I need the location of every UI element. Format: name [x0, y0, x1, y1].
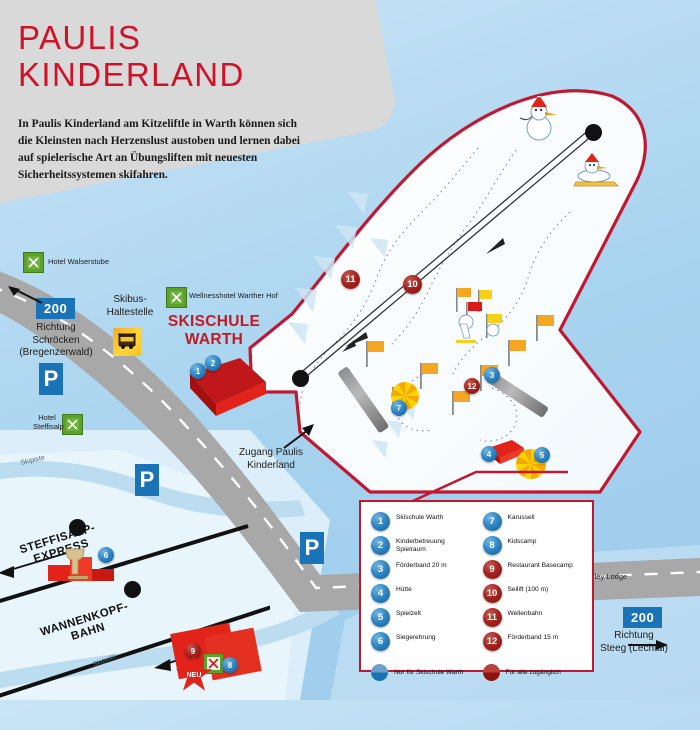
- legend-item[interactable]: 10 Seilift (100 m): [482, 584, 585, 603]
- legend-marker-6: 6: [371, 632, 390, 651]
- direction-arrow-east: [628, 640, 668, 650]
- legend-column-left: 1 Skischule Warth 2 Kinderbetreuung Spie…: [371, 512, 473, 656]
- slalom-flags: [366, 315, 554, 415]
- legend-marker-11: 11: [482, 608, 502, 627]
- hotel-label-walserstube: Hotel Walserstube: [48, 257, 109, 266]
- legend-marker-2: 2: [371, 536, 390, 555]
- hotel-icon-walserstube[interactable]: [23, 252, 44, 273]
- road: [0, 271, 700, 612]
- legend-label-10: Seilift (100 m): [507, 586, 549, 593]
- map-marker-4[interactable]: 4: [481, 446, 497, 462]
- legend-label-11: Wellenbahn: [507, 610, 543, 617]
- legend-label-6: Siegerehrung: [396, 634, 436, 641]
- map-marker-8[interactable]: 8: [222, 657, 238, 673]
- hotel-icon-warther-hof[interactable]: [166, 287, 187, 308]
- parking-sign-west[interactable]: P: [39, 363, 63, 395]
- legend-label-4: Hütte: [396, 586, 412, 593]
- snowman-art: [519, 96, 557, 141]
- hotel-icon-basecamp[interactable]: [203, 653, 224, 674]
- intro-text: In Paulis Kinderland am Kitzeliftle in W…: [18, 117, 300, 182]
- map-marker-2[interactable]: 2: [205, 355, 221, 371]
- road-sign-200-west[interactable]: 200: [36, 298, 76, 319]
- legend-item[interactable]: 2 Kinderbetreuung Spielraum: [371, 536, 473, 555]
- skischule-warth-title: SKISCHULE WARTH: [167, 313, 261, 348]
- map-canvas: PAULIS KINDERLAND In Paulis Kinderland a…: [0, 0, 700, 700]
- hotel-icon-steffisalp[interactable]: [62, 414, 83, 435]
- info-panel-content: PAULIS KINDERLAND In Paulis Kinderland a…: [18, 19, 328, 184]
- map-marker-10[interactable]: 10: [403, 275, 422, 294]
- legend-marker-4: 4: [371, 584, 390, 603]
- legend-footer-label-red: Für alle zugänglich: [505, 669, 561, 677]
- road-sign-200-east[interactable]: 200: [623, 607, 663, 628]
- podium-art: [48, 548, 114, 581]
- legend-label-1: Skischule Warth: [396, 514, 444, 521]
- map-marker-7[interactable]: 7: [391, 400, 407, 416]
- legend-label-3: Förderband 20 m: [396, 562, 447, 569]
- legend-item[interactable]: 3 Förderband 20 m: [371, 560, 473, 579]
- legend-item[interactable]: 9 Restaurant Basecamp: [482, 560, 585, 579]
- legend-marker-3: 3: [371, 560, 390, 579]
- legend-swatch-red: [482, 664, 500, 681]
- legend-item[interactable]: 8 Kidscamp: [482, 536, 585, 555]
- legend-label-8: Kidscamp: [507, 538, 537, 545]
- map-marker-12[interactable]: 12: [464, 378, 480, 394]
- map-marker-3[interactable]: 3: [484, 367, 500, 383]
- legend-marker-9: 9: [482, 560, 502, 579]
- access-label: Zugang Paulis Kinderland: [239, 447, 303, 471]
- legend-marker-5: 5: [371, 608, 390, 627]
- map-marker-11[interactable]: 11: [341, 270, 360, 289]
- lift-pylon-steffisalp: [69, 519, 86, 536]
- direction-arrow-west: [8, 286, 43, 304]
- legend-label-5: Spielzelt: [396, 610, 421, 617]
- map-marker-5[interactable]: 5: [534, 447, 550, 463]
- legend-label-12: Förderband 15 m: [507, 634, 559, 641]
- direction-label-west: Richtung Schröcken (Bregenzerwald): [19, 322, 93, 358]
- legend-marker-12: 12: [482, 632, 502, 651]
- legend-swatch-blue: [371, 664, 388, 681]
- skibus-label: Skibus- Haltestelle: [106, 294, 154, 318]
- hotel-label-steffisalp: Hotel Steffisalp: [33, 413, 64, 432]
- lift-terminal-top: [585, 124, 602, 141]
- legend-label-9: Restaurant Basecamp: [507, 562, 573, 569]
- parking-sign-east[interactable]: P: [300, 532, 324, 564]
- parking-sign-mid[interactable]: P: [135, 464, 159, 496]
- map-marker-1[interactable]: 1: [190, 363, 206, 379]
- access-arrow: [283, 424, 314, 449]
- legend-marker-8: 8: [482, 536, 502, 555]
- direction-label-east: Richtung Steeg (Lechtal): [600, 630, 668, 654]
- legend-item[interactable]: 11 Wellenbahn: [482, 608, 585, 627]
- legend-pointer: [401, 470, 568, 508]
- bus-icon[interactable]: [113, 328, 141, 356]
- legend-item[interactable]: 6 Siegerehrung: [371, 632, 473, 651]
- legend-marker-10: 10: [482, 584, 502, 603]
- legend-box: 1 Skischule Warth 2 Kinderbetreuung Spie…: [359, 500, 594, 681]
- legend-column-right: 7 Karussell 8 Kidscamp 9 Restaurant Base…: [482, 512, 585, 656]
- map-marker-9[interactable]: 9: [185, 643, 201, 659]
- legend-marker-1: 1: [371, 512, 390, 531]
- skier-kids-art: [456, 288, 502, 343]
- legend-marker-7: 7: [482, 512, 502, 531]
- legend-footer-label-blue: Nur für Skischule Warth: [394, 669, 464, 677]
- map-marker-6[interactable]: 6: [98, 547, 114, 563]
- legend-item[interactable]: 4 Hütte: [371, 584, 473, 603]
- legend-label-2: Kinderbetreuung Spielraum: [396, 538, 445, 554]
- legend-item[interactable]: 7 Karussell: [482, 512, 585, 531]
- legend-footer-item-blue: Nur für Skischule Warth: [371, 664, 473, 681]
- legend-item[interactable]: 1 Skischule Warth: [371, 512, 473, 531]
- legend-label-7: Karussell: [507, 514, 535, 521]
- legend-item[interactable]: 5 Spielzelt: [371, 608, 473, 627]
- page-title: PAULIS KINDERLAND: [18, 19, 245, 93]
- lift-terminal-bottom: [292, 370, 309, 387]
- sledder-art: [573, 153, 619, 187]
- legend-item[interactable]: 12 Förderband 15 m: [482, 632, 585, 651]
- hotel-label-warther-hof: Wellnesshotel Warther Hof: [189, 291, 278, 300]
- lift-pylon-wannenkopf: [124, 581, 141, 598]
- legend-footer-item-red: Für alle zugänglich: [482, 664, 585, 681]
